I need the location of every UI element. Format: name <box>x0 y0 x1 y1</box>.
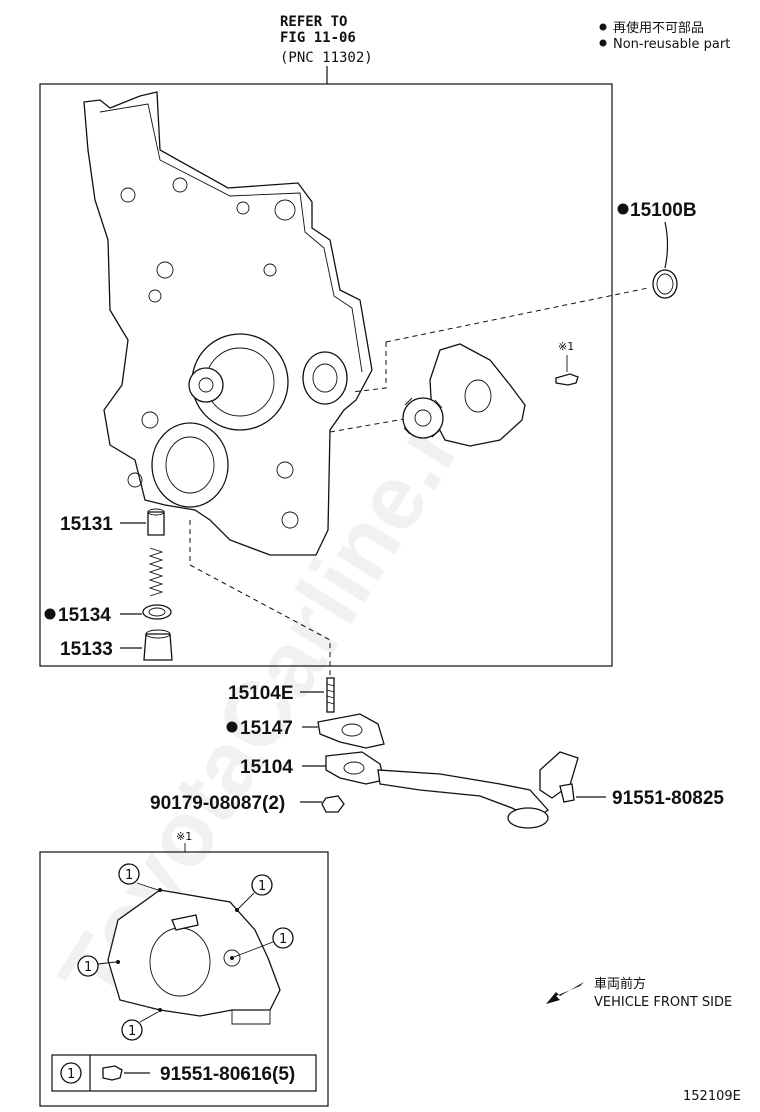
label-90179-08087: 90179-08087(2) <box>150 793 285 814</box>
bolt-table-number: 1 <box>67 1067 75 1082</box>
bolt-drawing <box>555 373 579 386</box>
bolt-table-circle <box>60 1062 82 1084</box>
gasket-drawing <box>317 713 385 749</box>
label-15133: 15133 <box>60 639 113 660</box>
non-reusable-dot-icon <box>599 23 607 31</box>
non-reusable-dot-icon <box>599 39 607 47</box>
strainer-bolt-drawing <box>559 783 575 803</box>
oil-pump-drawing <box>402 343 526 447</box>
o-ring-inner <box>656 273 674 295</box>
svg-text:1: 1 <box>279 932 287 947</box>
label-15104: 15104 <box>240 757 293 778</box>
legend-cn: 再使用不可部品 <box>613 20 704 36</box>
stud-thread <box>326 683 335 705</box>
direction-cn: 車両前方 <box>594 976 646 992</box>
inset-note-ref: ※1 <box>176 830 192 843</box>
gasket-hole <box>341 723 363 737</box>
callout-bubble: 1 <box>121 1011 159 1041</box>
svg-text:1: 1 <box>84 960 92 975</box>
alignment-dash <box>189 520 331 678</box>
nut-drawing <box>321 795 345 813</box>
bolt-table <box>51 1054 317 1092</box>
svg-text:1: 1 <box>128 1024 136 1039</box>
note-ref-mark: ※1 <box>558 340 574 353</box>
stud-drawing <box>326 677 335 713</box>
direction-en: VEHICLE FRONT SIDE <box>594 995 732 1010</box>
non-reusable-dot-icon <box>617 203 629 215</box>
legend-en: Non-reusable part <box>613 37 730 52</box>
alignment-dash <box>385 287 649 343</box>
refer-line-2: FIG 11-06 <box>280 30 356 46</box>
label-15131: 15131 <box>60 514 113 535</box>
front-arrow-icon <box>546 982 584 1004</box>
alignment-dash <box>351 342 387 393</box>
label-15147: 15147 <box>240 718 293 739</box>
non-reusable-dot-icon <box>226 721 238 733</box>
label-91551-80825: 91551-80825 <box>612 788 724 809</box>
refer-line-3: (PNC 11302) <box>280 50 373 66</box>
svg-text:1: 1 <box>258 879 266 894</box>
oil-strainer-drawing <box>325 751 579 829</box>
figure-id: 152109E <box>683 1089 741 1104</box>
callout-bubble: 1 <box>237 874 273 910</box>
relief-valve-drawing <box>142 508 173 661</box>
inset-frame <box>39 851 329 1107</box>
bolt-table-bolt-drawing <box>102 1065 123 1081</box>
label-15134: 15134 <box>58 605 111 626</box>
main-frame <box>39 83 613 667</box>
svg-text:1: 1 <box>125 868 133 883</box>
alignment-dash <box>329 417 411 433</box>
callout-bubble: 1 <box>118 863 159 891</box>
label-91551-80616: 91551-80616(5) <box>160 1064 295 1085</box>
label-15100B: 15100B <box>630 200 697 221</box>
non-reusable-dot-icon <box>44 608 56 620</box>
timing-cover-drawing <box>83 91 373 556</box>
callout-bubble: 1 <box>233 927 294 958</box>
leader-15100B <box>664 221 669 269</box>
pump-plate-drawing <box>107 888 281 1025</box>
refer-line-1: REFER TO <box>280 14 347 30</box>
callout-bubble: 1 <box>77 955 117 977</box>
label-15104E: 15104E <box>228 683 294 704</box>
